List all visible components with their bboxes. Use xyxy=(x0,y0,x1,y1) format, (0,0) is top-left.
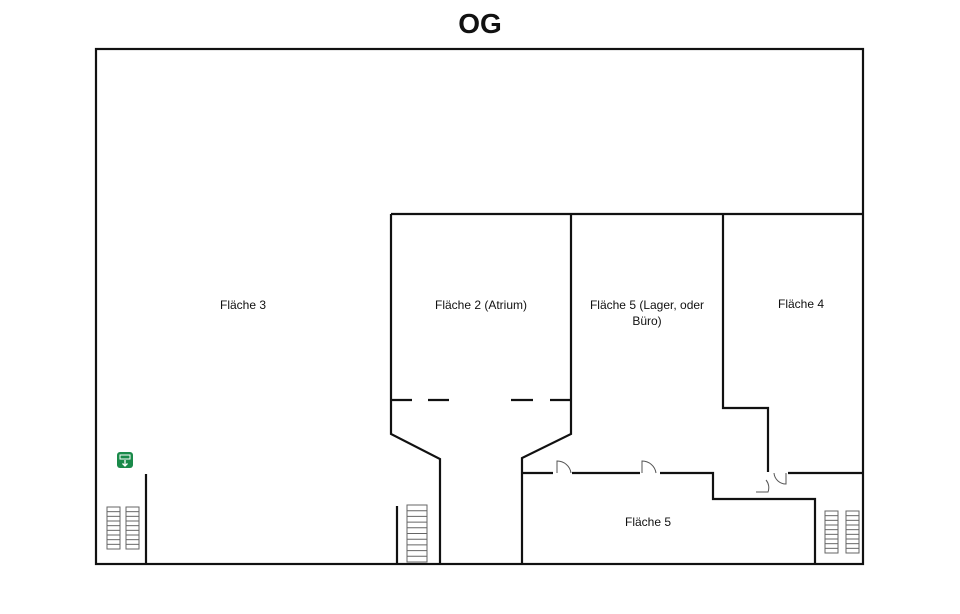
stair-flight xyxy=(125,506,140,550)
room-label-line: Fläche 5 (Lager, oder xyxy=(589,298,705,312)
stair-flight xyxy=(845,510,860,554)
door-icon xyxy=(556,460,787,493)
room-label-flaeche-5-lower: Fläche 5 xyxy=(624,515,672,529)
stair-flight xyxy=(106,506,121,550)
stair-flight xyxy=(824,510,839,554)
stairs-icon xyxy=(106,504,860,563)
room-label-flaeche-5-upper: Fläche 5 (Lager, oder Büro) xyxy=(590,297,704,329)
room-label-flaeche-2: Fläche 2 (Atrium) xyxy=(434,298,528,312)
emergency-exit-icon xyxy=(117,452,133,468)
walls xyxy=(94,47,865,566)
room-label-flaeche-3: Fläche 3 xyxy=(219,298,267,312)
room-label-line: Büro) xyxy=(632,314,662,328)
room-label-flaeche-4: Fläche 4 xyxy=(777,297,825,311)
floor-title: OG xyxy=(458,8,502,39)
